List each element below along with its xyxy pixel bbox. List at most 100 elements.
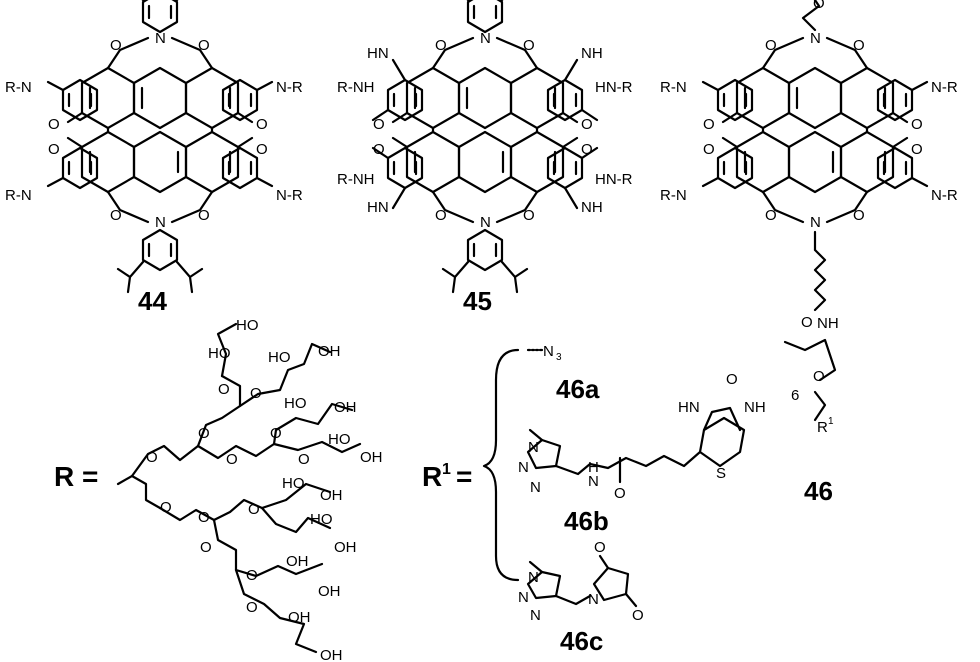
atom-label: O [632, 607, 644, 624]
hydroxyl-label: HO [328, 431, 351, 448]
atom-label: O [435, 37, 447, 54]
atom-label: O [853, 37, 865, 54]
atom-label: O [218, 381, 230, 398]
atom-label: N [480, 214, 491, 231]
atom-label: O [48, 141, 60, 158]
amide-label: R-N [660, 79, 687, 96]
amide-label: R-NH [337, 171, 375, 188]
hydroxyl-label: OH [334, 539, 357, 556]
atom-label: O [226, 451, 238, 468]
atom-label: N [518, 459, 529, 476]
variant-46c-label: 46c [560, 626, 603, 656]
atom-label: O [911, 116, 923, 133]
atom-label: O [853, 207, 865, 224]
variant-46a-label: 46a [556, 374, 600, 404]
r-definition-label: R = [54, 461, 98, 492]
amide-label: HN [678, 399, 700, 416]
hydroxyl-label: OH [318, 343, 341, 360]
amide-label: R-N [5, 187, 32, 204]
atom-label: O [801, 314, 813, 331]
atom-label: O [246, 599, 258, 616]
atom-label: O [435, 207, 447, 224]
atom-label: O [110, 207, 122, 224]
compound-44-structure: O O N O O N O O O O R-N N-R R-N N-R [5, 0, 303, 294]
atom-label: O [250, 385, 262, 402]
amide-label: N-R [931, 79, 958, 96]
hydroxyl-label: HO [282, 475, 305, 492]
compound-45-structure: O O N O O N O O O O HN R-NH NH HN-R R-NH… [337, 0, 633, 294]
atom-label: N [528, 439, 539, 456]
amide-label: HN [367, 45, 389, 62]
hydroxyl-label: OH [360, 449, 383, 466]
hydroxyl-label: OH [286, 553, 309, 570]
compound-46-label: 46 [804, 476, 833, 506]
atom-label: S [716, 465, 726, 482]
atom-label: O [765, 37, 777, 54]
atom-label: O [703, 116, 715, 133]
atom-label: O [911, 141, 923, 158]
atom-label: O [256, 116, 268, 133]
amide-label: R-N [660, 187, 687, 204]
hydroxyl-label: OH [334, 399, 357, 416]
repeat-count: 6 [791, 387, 799, 404]
amide-label: R-N [5, 79, 32, 96]
atom-label: O [726, 371, 738, 388]
azide-label: N [543, 343, 554, 360]
amide-label: NH [581, 199, 603, 216]
atom-label: O [146, 449, 158, 466]
atom-label: O [373, 141, 385, 158]
atom-label: N [810, 214, 821, 231]
hydroxyl-label: HO [284, 395, 307, 412]
compound-46-structure: O O N O O O N O NH O 6 R 1 O O O O R-N N… [660, 0, 958, 436]
atom-label: N [588, 591, 599, 608]
variant-46b-label: 46b [564, 506, 609, 536]
atom-label: O [246, 567, 258, 584]
atom-label: O [813, 368, 825, 385]
atom-label: O [594, 539, 606, 556]
hydroxyl-label: HO [268, 349, 291, 366]
amide-label: NH [581, 45, 603, 62]
hydroxyl-label: OH [288, 609, 311, 626]
variant-46b [526, 406, 746, 484]
atom-label: O [110, 37, 122, 54]
atom-label: O [523, 207, 535, 224]
amide-label: NH [744, 399, 766, 416]
atom-label: O [48, 116, 60, 133]
amide-label: HN [367, 199, 389, 216]
hydroxyl-label: OH [318, 583, 341, 600]
r1-superscript: 1 [442, 461, 451, 478]
atom-label: O [614, 485, 626, 502]
atom-label: O [298, 451, 310, 468]
r1-definition: R 1 = [422, 348, 520, 582]
compound-44-label: 44 [138, 286, 167, 316]
atom-label: N [155, 30, 166, 47]
atom-label: O [703, 141, 715, 158]
amide-label: N-R [276, 79, 303, 96]
atom-label: O [270, 425, 282, 442]
hydroxyl-label: OH [320, 647, 343, 662]
atom-label: O [813, 0, 825, 12]
atom-label: O [373, 116, 385, 133]
atom-label: O [198, 37, 210, 54]
azide-subscript: 3 [556, 352, 562, 363]
atom-label: O [200, 539, 212, 556]
hydroxyl-label: OH [320, 487, 343, 504]
atom-label: O [198, 509, 210, 526]
variant-46c [526, 554, 638, 608]
atom-label: O [160, 499, 172, 516]
atom-label: O [581, 116, 593, 133]
atom-label: N [530, 607, 541, 624]
amide-label: N-R [276, 187, 303, 204]
amide-label: NH [817, 315, 839, 332]
atom-label: N [530, 479, 541, 496]
atom-label: O [256, 141, 268, 158]
compound-45-label: 45 [463, 286, 492, 316]
r1-label: R [422, 461, 442, 492]
atom-label: N [588, 473, 599, 490]
atom-label: O [765, 207, 777, 224]
atom-label: O [198, 207, 210, 224]
atom-label: H [588, 459, 599, 476]
variant-46a: N 3 46a [526, 343, 600, 404]
atom-label: N [155, 214, 166, 231]
